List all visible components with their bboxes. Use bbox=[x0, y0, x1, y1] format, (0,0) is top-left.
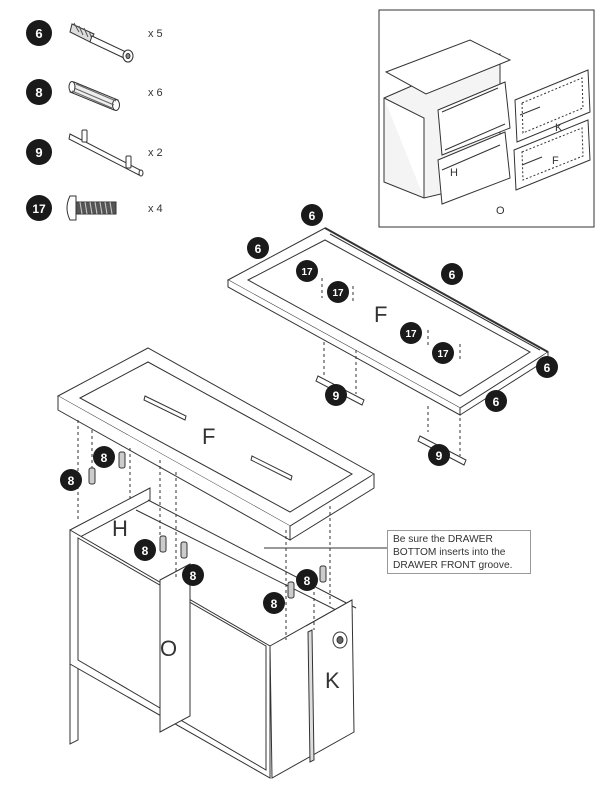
callout-badge: 9 bbox=[428, 444, 450, 466]
part-qty: x 2 bbox=[148, 147, 163, 159]
panel-label-h: H bbox=[112, 516, 128, 541]
inset-label-f: F bbox=[552, 155, 559, 167]
callout-badges: 6 6 6 6 6 17 17 17 17 9 9 8 8 8 8 8 8 bbox=[60, 204, 558, 614]
callout-badge: 17 bbox=[432, 342, 454, 364]
callout-badge: 6 bbox=[301, 204, 323, 226]
inset-label-o: O bbox=[496, 205, 505, 217]
part-badge bbox=[26, 79, 52, 105]
callout-number: 8 bbox=[142, 544, 149, 558]
part-badge-number: 6 bbox=[35, 26, 42, 41]
callout-badge: 6 bbox=[247, 237, 269, 259]
callout-number: 17 bbox=[405, 329, 417, 340]
callout-number: 6 bbox=[255, 242, 262, 256]
callout-badge: 6 bbox=[536, 356, 558, 378]
drawer-top-panel: F bbox=[56, 347, 375, 541]
callout-badge: 8 bbox=[296, 569, 318, 591]
part-badge-number: 8 bbox=[35, 85, 42, 100]
callout-number: 6 bbox=[493, 395, 500, 409]
callout-badge: 8 bbox=[60, 469, 82, 491]
drawer-bottom-note: Be sure the DRAWER BOTTOM inserts into t… bbox=[387, 530, 531, 574]
drawer-handle-icon bbox=[68, 129, 144, 177]
callout-number: 8 bbox=[68, 474, 75, 488]
callout-badge: 8 bbox=[263, 592, 285, 614]
parts-list: 6 x 5 8 x 6 9 bbox=[26, 20, 163, 221]
part-badge bbox=[26, 20, 52, 46]
callout-number: 8 bbox=[304, 574, 311, 588]
part-qty: x 6 bbox=[148, 87, 163, 99]
cam-bolt-icon bbox=[69, 22, 134, 63]
callout-badge: 8 bbox=[134, 539, 156, 561]
note-line: BOTTOM inserts into the bbox=[393, 547, 506, 558]
part-row-17: 17 x 4 bbox=[26, 195, 163, 221]
callout-number: 17 bbox=[437, 349, 449, 360]
callout-number: 17 bbox=[301, 267, 313, 278]
part-badge-number: 9 bbox=[35, 145, 42, 160]
part-row-6: 6 x 5 bbox=[26, 20, 163, 63]
part-qty: x 4 bbox=[148, 203, 163, 215]
part-badge bbox=[26, 195, 52, 221]
panel-label-f-front: F bbox=[202, 424, 215, 449]
inset-label-k: K bbox=[555, 122, 563, 134]
callout-number: 6 bbox=[449, 268, 456, 282]
callout-number: 9 bbox=[436, 449, 443, 463]
callout-number: 8 bbox=[101, 451, 108, 465]
note-line: Be sure the DRAWER bbox=[393, 534, 493, 545]
panel-label-o: O bbox=[160, 636, 177, 661]
drawer-box: H O K bbox=[69, 420, 357, 779]
part-qty: x 5 bbox=[148, 28, 163, 40]
part-row-8: 8 x 6 bbox=[26, 79, 163, 111]
callout-badge: 17 bbox=[327, 281, 349, 303]
part-row-9: 9 x 2 bbox=[26, 129, 163, 177]
callout-badge: 8 bbox=[182, 564, 204, 586]
callout-number: 8 bbox=[190, 569, 197, 583]
callout-number: 9 bbox=[333, 389, 340, 403]
panel-label-f-top: F bbox=[374, 302, 387, 327]
panel-label-k: K bbox=[325, 668, 340, 693]
callout-number: 6 bbox=[309, 209, 316, 223]
callout-badge: 6 bbox=[485, 390, 507, 412]
callout-badge: 6 bbox=[441, 263, 463, 285]
inset-overview: H K F O bbox=[378, 9, 595, 228]
callout-badge: 17 bbox=[296, 260, 318, 282]
note-line: DRAWER FRONT groove. bbox=[393, 560, 513, 571]
callout-number: 17 bbox=[332, 288, 344, 299]
callout-number: 6 bbox=[544, 361, 551, 375]
callout-badge: 17 bbox=[400, 322, 422, 344]
inset-label-h: H bbox=[450, 167, 458, 179]
part-badge-number: 17 bbox=[32, 202, 46, 216]
screw-icon bbox=[66, 195, 117, 221]
callout-badge: 9 bbox=[325, 384, 347, 406]
part-badge bbox=[26, 139, 52, 165]
wood-dowel-icon bbox=[68, 81, 120, 111]
callout-number: 8 bbox=[271, 597, 278, 611]
callout-badge: 8 bbox=[93, 446, 115, 468]
